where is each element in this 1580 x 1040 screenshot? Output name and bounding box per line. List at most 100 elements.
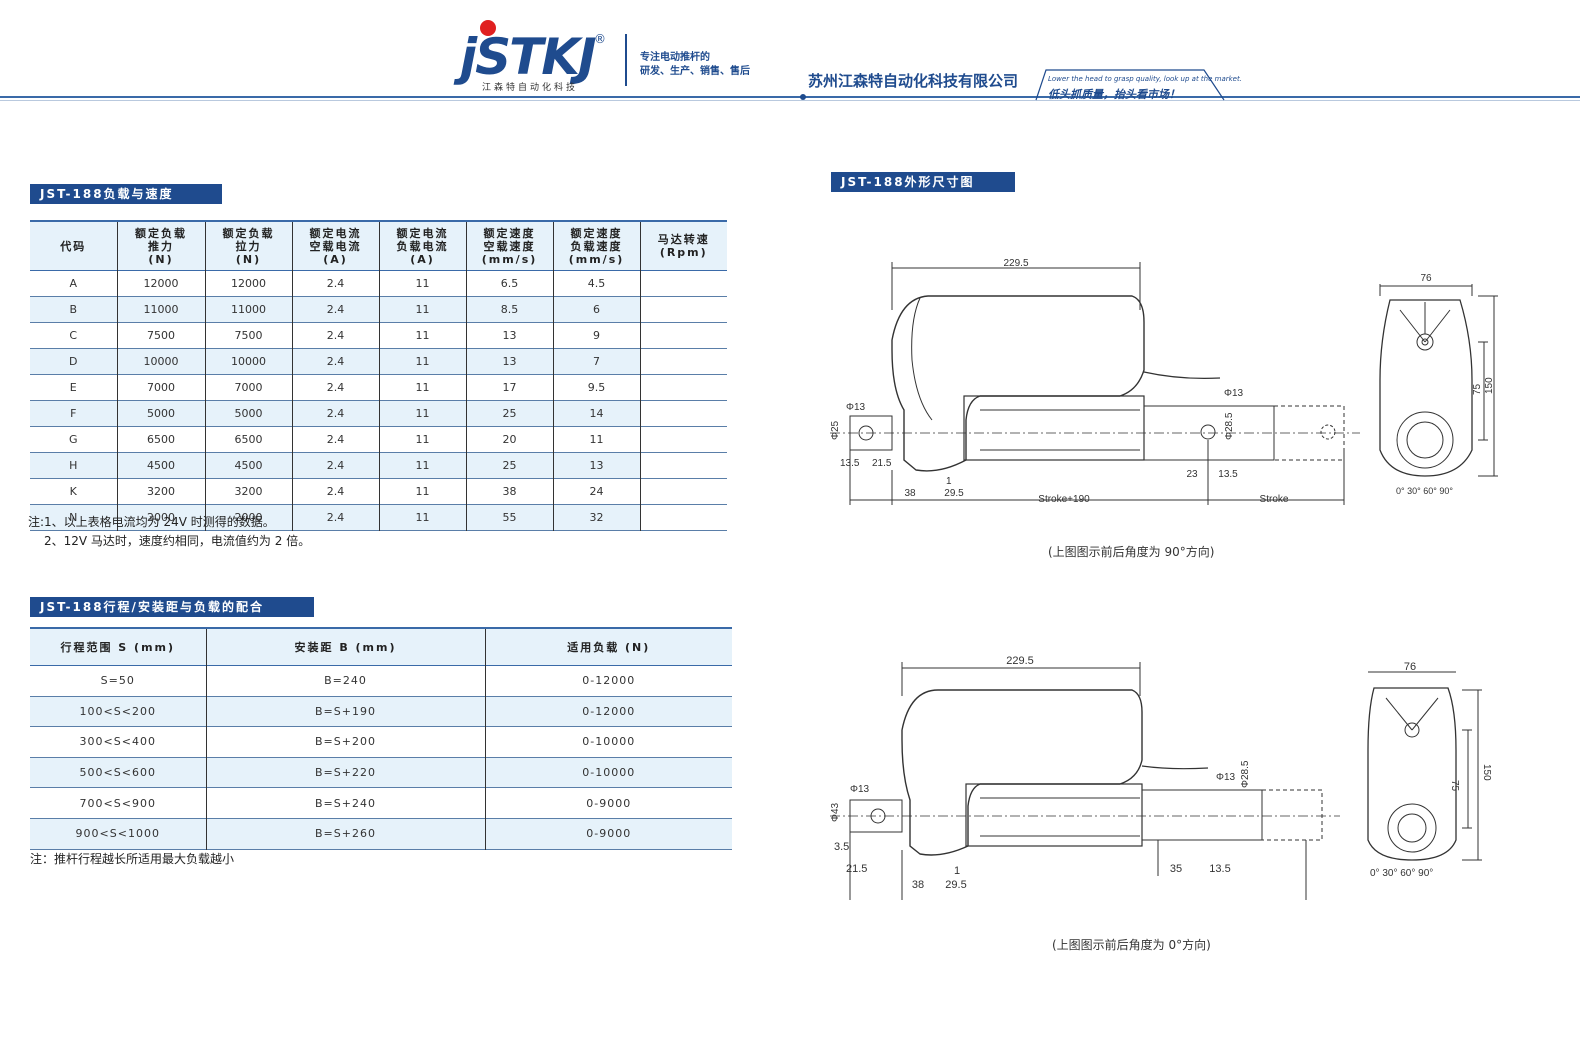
table-cell: 11: [379, 270, 467, 297]
logo-red-dot: [480, 20, 496, 36]
dim2-38: 38: [912, 879, 924, 891]
table-cell: 2.4: [292, 504, 380, 531]
dim-hole-right: Φ13: [1224, 388, 1244, 399]
header-applicable-load: 适用负载 (N): [567, 641, 651, 654]
table-cell: 13: [466, 348, 554, 375]
table-cell: 11: [379, 348, 467, 375]
dim2-length: 229.5: [1006, 655, 1034, 667]
header-push: 额定负载推力(N): [117, 221, 206, 271]
table-cell-empty: [640, 426, 727, 453]
table-cell: 8.5: [466, 296, 554, 323]
table-cell: B=S+190: [206, 696, 486, 727]
table-cell-empty: [640, 348, 727, 375]
table-cell: C: [30, 322, 118, 349]
dim-13-5: 13.5: [840, 458, 860, 469]
table-cell: 300<S<400: [30, 726, 207, 758]
load-note-2: 2、12V 马达时，速度约相同，电流值约为 2 倍。: [44, 534, 311, 548]
table-cell: 7000: [205, 374, 293, 401]
table-cell: 11: [379, 478, 467, 505]
table-cell: 3200: [117, 478, 206, 505]
caption-0deg: (上图图示前后角度为 0°方向): [1052, 938, 1211, 952]
header-motor-rpm: 马达转速(Rpm): [657, 233, 710, 259]
header-noload-current: 额定电流空载电流(A): [292, 221, 380, 271]
table-cell: 7: [553, 348, 641, 375]
load-speed-table: 代码 额定负载推力(N) 额定负载拉力(N) 额定电流空载电流(A) 额定电流负…: [30, 220, 727, 531]
table-cell: 500<S<600: [30, 757, 207, 788]
registered-mark: ®: [594, 32, 606, 46]
side2-width: 76: [1404, 661, 1416, 673]
dim2-hole-left: Φ13: [850, 784, 870, 795]
table-cell: 6500: [117, 426, 206, 453]
dimensions-title: JST-188外形尺寸图: [831, 172, 1015, 192]
header-install-distance: 安装距 B (mm): [206, 628, 486, 666]
table-cell: 2.4: [292, 322, 380, 349]
table-cell: N: [30, 504, 118, 531]
table-cell: 11000: [205, 296, 293, 323]
table-cell: 5000: [205, 400, 293, 427]
table-cell: 14: [553, 400, 641, 427]
header-noload-speed: 额定速度空载速度(mm/s): [466, 221, 554, 271]
table-cell: 0-12000: [485, 696, 732, 727]
header-pull: 额定负载拉力(N): [205, 221, 293, 271]
table-cell: B=S+260: [206, 818, 486, 850]
table-cell: 10000: [117, 348, 206, 375]
header-rule: [0, 96, 1580, 98]
table-cell: 38: [466, 478, 554, 505]
table-cell: 11: [379, 452, 467, 479]
table-cell: 0-12000: [485, 665, 732, 697]
table-cell: 11: [379, 400, 467, 427]
dim2-29-5: 29.5: [945, 879, 966, 891]
table-cell: 12000: [117, 270, 206, 297]
header-dot: [800, 94, 806, 100]
table-cell: 7000: [117, 374, 206, 401]
table-cell: S=50: [30, 665, 207, 697]
slogan-frame: [1035, 69, 1225, 101]
logo-wordmark: jSTKJ: [460, 28, 597, 86]
table-cell: 2.4: [292, 478, 380, 505]
stroke-table-title: JST-188行程/安装距与负载的配合: [30, 597, 314, 617]
table-cell: 3200: [205, 478, 293, 505]
table-cell: 12000: [205, 270, 293, 297]
dim-38: 38: [904, 488, 916, 499]
dim-13-5b: 13.5: [1218, 469, 1238, 480]
table-cell: 2.4: [292, 270, 380, 297]
dim-length: 229.5: [1003, 258, 1028, 269]
dim-21-5: 21.5: [872, 458, 892, 469]
table-cell-empty: [640, 374, 727, 401]
side-width: 76: [1420, 273, 1432, 284]
table-cell: 20: [466, 426, 554, 453]
table-cell: E: [30, 374, 118, 401]
table-cell: 4500: [117, 452, 206, 479]
table-cell: 2.4: [292, 400, 380, 427]
side-150: 150: [1484, 377, 1495, 394]
dim-1: 1: [946, 476, 952, 487]
table-cell: 9: [553, 322, 641, 349]
table-cell: 0-10000: [485, 726, 732, 758]
caption-90deg: (上图图示前后角度为 90°方向): [1048, 545, 1215, 559]
table-cell-empty: [640, 322, 727, 349]
table-cell: 700<S<900: [30, 787, 207, 819]
table-cell: 2.4: [292, 452, 380, 479]
table-cell: 0-10000: [485, 757, 732, 788]
table-cell: 32: [553, 504, 641, 531]
table-cell: 6: [553, 296, 641, 323]
table-cell: F: [30, 400, 118, 427]
table-cell: 6.5: [466, 270, 554, 297]
table-cell: K: [30, 478, 118, 505]
table-cell: 0-9000: [485, 787, 732, 819]
dim2-1: 1: [954, 865, 960, 877]
table-cell: 6500: [205, 426, 293, 453]
header-load-speed: 额定速度负载速度(mm/s): [553, 221, 641, 271]
table-cell: 24: [553, 478, 641, 505]
table-cell: G: [30, 426, 118, 453]
table-cell: 9.5: [553, 374, 641, 401]
